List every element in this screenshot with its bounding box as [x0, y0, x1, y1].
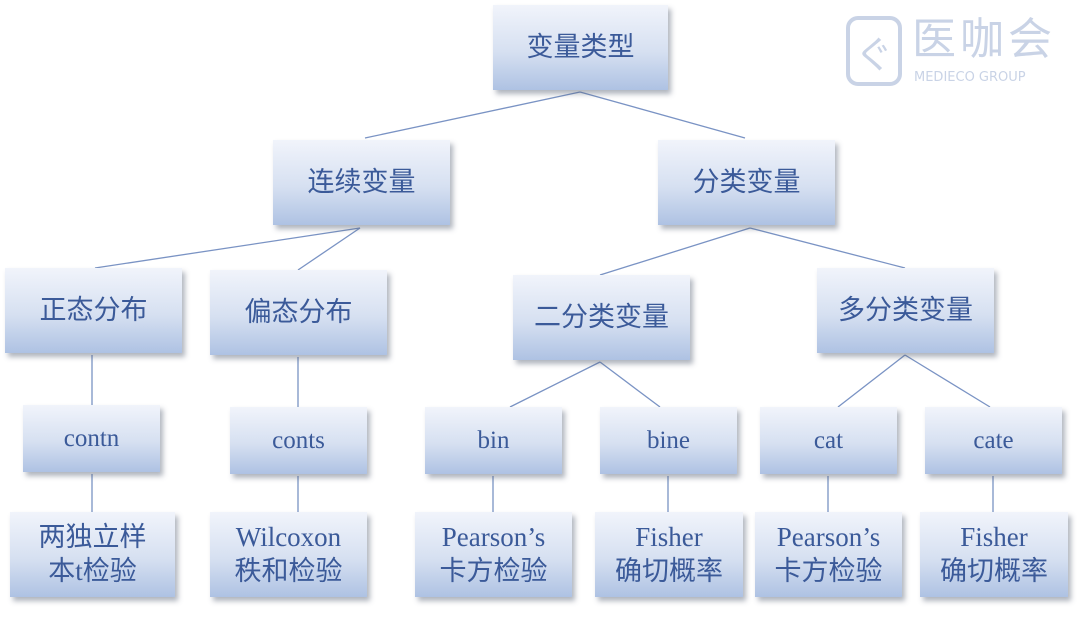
node-bin: bin	[425, 407, 562, 474]
node-label: bin	[477, 426, 510, 454]
node-pearson-binary: Pearson’s 卡方检验	[415, 512, 572, 597]
node-label: cat	[813, 426, 844, 454]
node-label: Pearson’s	[441, 521, 546, 552]
node-categorical: 分类变量	[658, 140, 835, 225]
node-skewed: 偏态分布	[210, 270, 387, 355]
node-t-test: 两独立样 本t检验	[10, 512, 175, 597]
node-bine: bine	[600, 407, 737, 474]
node-fisher-multi: Fisher 确切概率	[920, 512, 1068, 597]
node-label: 偏态分布	[244, 296, 353, 327]
node-label: Fisher	[960, 521, 1028, 552]
node-label: 秩和检验	[234, 555, 343, 586]
node-label: conts	[272, 426, 325, 454]
connector	[579, 91, 746, 139]
node-cate: cate	[925, 407, 1062, 474]
node-label: 变量类型	[526, 31, 635, 62]
node-label: 卡方检验	[439, 555, 548, 586]
node-cat: cat	[760, 407, 897, 474]
connector	[749, 227, 906, 269]
node-label: cate	[973, 426, 1014, 454]
connector	[904, 354, 991, 408]
node-label: 多分类变量	[838, 294, 973, 325]
node-label: Wilcoxon	[235, 521, 342, 552]
node-variable-type: 变量类型	[493, 5, 668, 90]
node-label: 二分类变量	[534, 301, 669, 332]
node-label: 卡方检验	[774, 555, 883, 586]
connector	[599, 227, 751, 276]
connector	[297, 227, 361, 271]
node-contn: contn	[23, 405, 160, 472]
node-pearson-multi: Pearson’s 卡方检验	[755, 512, 902, 597]
node-label: 确切概率	[615, 555, 723, 586]
node-label: 本t检验	[48, 555, 137, 586]
connector	[94, 227, 361, 269]
node-normal: 正态分布	[5, 268, 182, 353]
node-conts: conts	[230, 407, 367, 474]
node-fisher-binary: Fisher 确切概率	[595, 512, 743, 597]
node-label: Fisher	[635, 521, 703, 552]
node-binary: 二分类变量	[513, 275, 690, 360]
node-multi: 多分类变量	[817, 268, 994, 353]
connector	[599, 361, 661, 408]
node-label: 正态分布	[39, 294, 148, 325]
connector	[364, 91, 581, 139]
node-wilcoxon: Wilcoxon 秩和检验	[210, 512, 367, 597]
node-label: contn	[63, 424, 120, 452]
node-continuous: 连续变量	[273, 140, 450, 225]
node-label: bine	[646, 426, 691, 454]
node-label: 确切概率	[940, 555, 1048, 586]
node-label: 连续变量	[307, 166, 416, 197]
connector	[509, 361, 601, 408]
node-label: Pearson’s	[776, 521, 881, 552]
node-label: 两独立样	[38, 521, 147, 552]
node-label: 分类变量	[692, 166, 801, 197]
connector	[837, 354, 906, 408]
